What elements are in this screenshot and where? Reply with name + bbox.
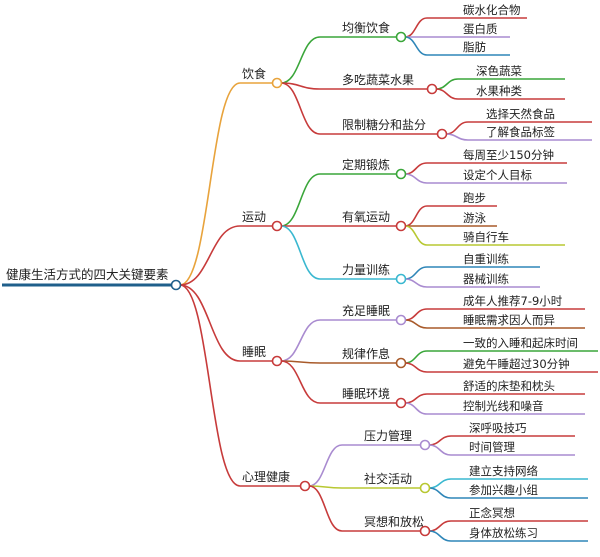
topic-toggle[interactable] [419, 525, 431, 537]
leaf-connector [404, 362, 428, 373]
topic-label: 均衡饮食 [342, 20, 390, 35]
leaf-label: 骑自行车 [463, 230, 509, 244]
leaf-connector [428, 520, 452, 532]
leaf-connector [404, 350, 428, 364]
topic-connector [280, 36, 321, 84]
leaf-connector [404, 162, 428, 175]
leaf-label: 脂肪 [463, 40, 486, 54]
leaf-connector [404, 393, 428, 404]
topic-connector [280, 225, 321, 280]
leaf-label: 深呼吸技巧 [469, 421, 527, 435]
topic-label: 压力管理 [364, 428, 412, 443]
leaf-label: 碳水化合物 [463, 3, 521, 17]
leaf-connector [428, 478, 452, 489]
leaf-label: 避免午睡超过30分钟 [463, 357, 570, 371]
leaf-connector [404, 225, 428, 246]
topic-toggle[interactable] [436, 128, 448, 140]
leaf-connector [445, 121, 469, 135]
leaf-label: 设定个人目标 [463, 168, 532, 182]
leaf-connector [428, 487, 452, 499]
topic-toggle[interactable] [426, 83, 438, 95]
root-toggle[interactable] [170, 279, 182, 291]
leaf-label: 参加兴趣小组 [469, 483, 538, 497]
leaf-label: 器械训练 [463, 272, 509, 286]
leaf-label: 游泳 [463, 211, 486, 225]
topic-toggle[interactable] [395, 357, 407, 369]
leaf-connector [404, 205, 428, 227]
leaf-connector [428, 530, 452, 542]
topic-label: 力量训练 [342, 262, 390, 277]
topic-label: 冥想和放松 [364, 514, 424, 529]
topic-connector [308, 444, 343, 487]
topic-connector [280, 173, 321, 227]
leaf-connector [428, 444, 452, 456]
topic-label: 限制糖分和盐分 [342, 117, 426, 132]
leaf-connector [428, 435, 452, 446]
topic-toggle[interactable] [395, 314, 407, 326]
leaf-connector [445, 133, 469, 141]
topic-toggle[interactable] [419, 439, 431, 451]
branch-label: 运动 [242, 210, 266, 224]
topic-toggle[interactable] [395, 168, 407, 180]
leaf-label: 睡眠需求因人而异 [463, 313, 555, 327]
topic-toggle[interactable] [395, 273, 407, 285]
root-label: 健康生活方式的四大关键要素 [6, 267, 169, 282]
branch-connector [179, 284, 241, 487]
leaf-label: 选择天然食品 [486, 107, 555, 121]
leaf-label: 了解食品标签 [486, 125, 555, 139]
topic-label: 多吃蔬菜水果 [342, 73, 414, 87]
branch-toggle[interactable] [299, 480, 311, 492]
leaf-label: 蛋白质 [463, 22, 498, 36]
branch-toggle[interactable] [271, 77, 283, 89]
leaf-connector [435, 88, 459, 100]
topic-toggle[interactable] [419, 482, 431, 494]
leaf-label: 建立支持网络 [469, 464, 538, 478]
leaf-label: 一致的入睡和起床时间 [463, 336, 578, 350]
topic-label: 充足睡眠 [342, 303, 390, 318]
leaf-connector [435, 78, 459, 90]
branch-connector [179, 284, 241, 362]
topic-connector [280, 319, 321, 362]
topic-label: 社交活动 [364, 471, 412, 486]
leaf-connector [404, 36, 428, 56]
leaf-connector [404, 17, 428, 38]
topic-label: 有氧运动 [342, 210, 390, 224]
leaf-label: 时间管理 [469, 440, 515, 454]
connector-layer [2, 17, 598, 542]
leaf-label: 自重训练 [463, 252, 509, 266]
leaf-label: 控制光线和噪音 [463, 399, 544, 413]
branch-connector [179, 82, 241, 286]
leaf-label: 身体放松练习 [469, 526, 538, 540]
topic-label: 规律作息 [342, 346, 390, 361]
topic-label: 睡眠环境 [342, 386, 390, 401]
leaf-label: 舒适的床垫和枕头 [463, 379, 555, 393]
branch-label: 睡眠 [242, 345, 266, 359]
branch-label: 饮食 [242, 66, 266, 81]
leaf-connector [404, 319, 428, 329]
topic-toggle[interactable] [395, 397, 407, 409]
leaf-label: 水果种类 [476, 84, 522, 98]
leaf-connector [404, 266, 428, 280]
leaf-label: 正念冥想 [469, 506, 515, 520]
topic-connector [280, 360, 321, 404]
leaf-connector [404, 402, 428, 415]
leaf-label: 每周至少150分钟 [463, 148, 554, 162]
branch-toggle[interactable] [271, 355, 283, 367]
topic-toggle[interactable] [395, 31, 407, 43]
topic-label: 定期锻炼 [342, 157, 390, 172]
topic-toggle[interactable] [395, 220, 407, 232]
branch-connector [179, 225, 241, 286]
leaf-connector [404, 308, 428, 321]
topic-connector [280, 82, 321, 135]
leaf-label: 深色蔬菜 [476, 64, 522, 78]
branch-toggle[interactable] [271, 220, 283, 232]
leaf-connector [404, 173, 428, 184]
leaf-label: 成年人推荐7-9小时 [463, 294, 563, 308]
topic-connector [308, 485, 343, 532]
leaf-label: 跑步 [463, 191, 486, 205]
leaf-connector [404, 278, 428, 288]
branch-label: 心理健康 [242, 469, 290, 484]
